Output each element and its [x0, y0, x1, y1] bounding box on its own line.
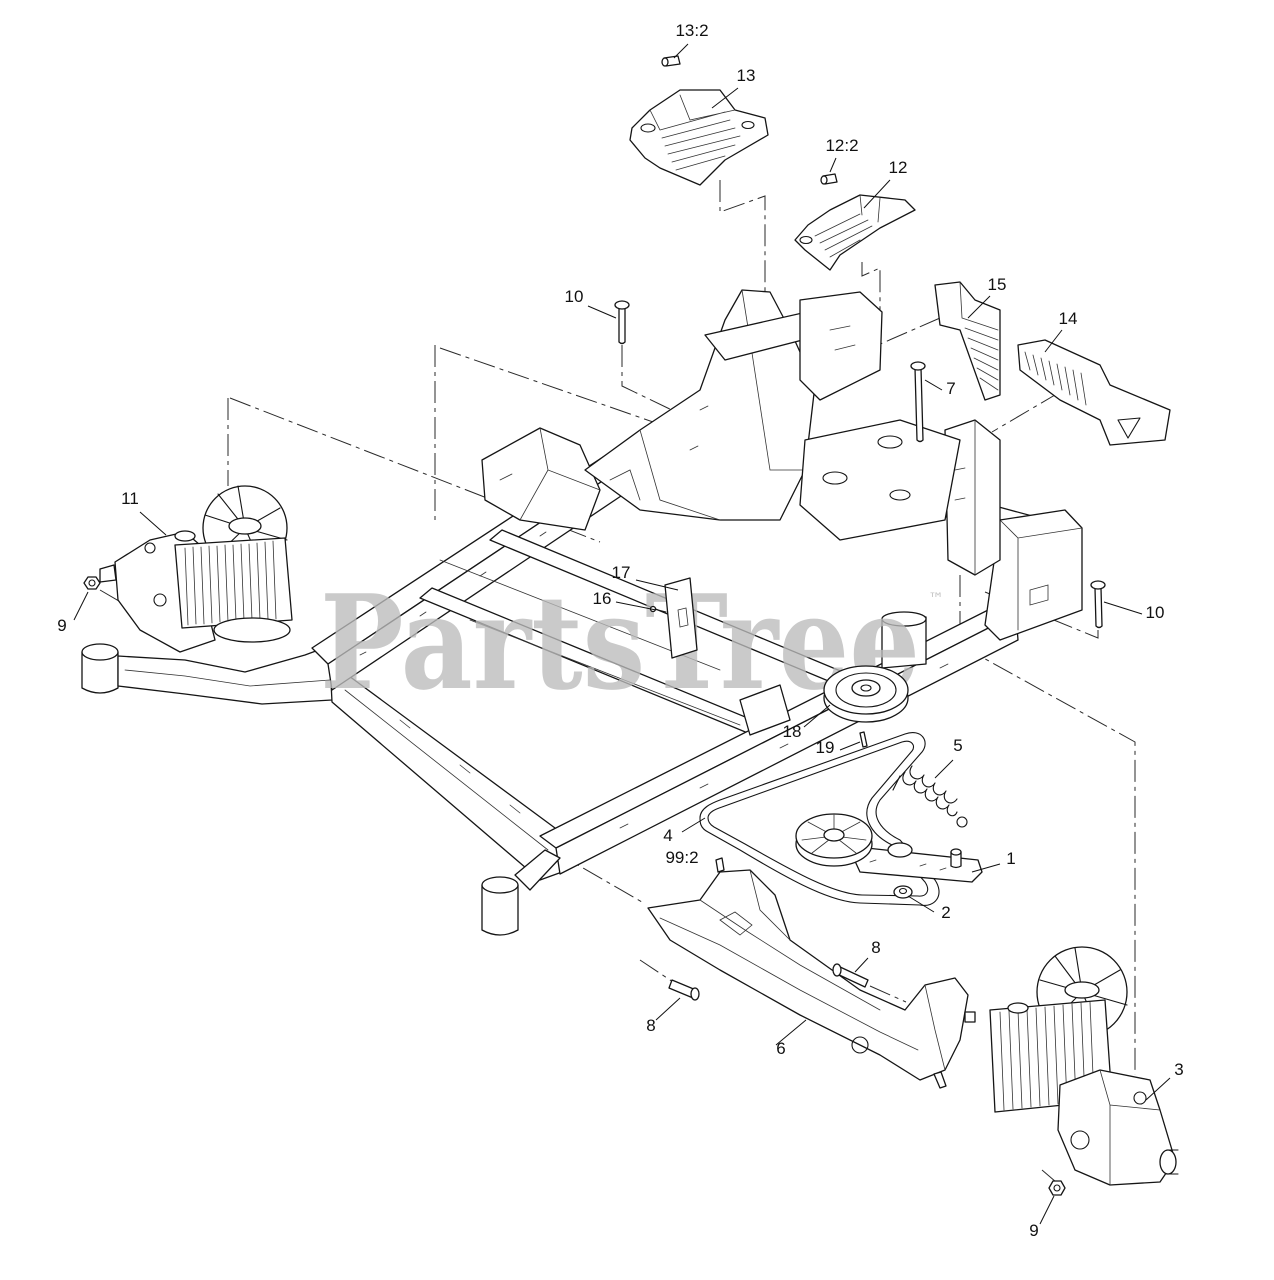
part-5-spring[interactable]: [892, 765, 968, 828]
part-9-nut-left[interactable]: [83, 576, 101, 590]
frame-box-bracket: [739, 684, 791, 736]
idler-pivot: [887, 842, 913, 858]
part-8-pin-upper[interactable]: [832, 963, 869, 988]
dash-line-part-14: [991, 391, 1061, 433]
watermark-brand: PartsTree: [320, 566, 920, 719]
part-17-plate[interactable]: [664, 577, 698, 659]
front-platform: [329, 661, 563, 881]
callout-6[interactable]: 6: [776, 1039, 785, 1058]
part-3-transaxle-right[interactable]: [989, 946, 1179, 1186]
callout-99-2[interactable]: 99:2: [665, 848, 698, 867]
output-shaft: [1159, 1149, 1177, 1175]
frame-rear-deck-plate: [799, 419, 961, 541]
callout-19[interactable]: 19: [816, 738, 835, 757]
callout-18[interactable]: 18: [783, 722, 802, 741]
frame-rear-box: [984, 509, 1083, 641]
callout-15[interactable]: 15: [988, 275, 1007, 294]
part-4-belt[interactable]: [699, 732, 940, 906]
caster-tube-front: [481, 884, 519, 936]
frame-raised-plate: [799, 291, 883, 401]
front-bar: [117, 644, 346, 705]
dash-line-part-13: [719, 180, 766, 332]
part-13-shield[interactable]: [629, 89, 769, 186]
caster-tube-left-top: [81, 643, 119, 661]
callout-leader-lines: [73, 43, 1171, 1225]
caster-tube-left: [81, 651, 119, 694]
watermark: PartsTree ™: [320, 566, 944, 719]
part-1-idler-arm[interactable]: [795, 813, 983, 883]
callout-17[interactable]: 17: [612, 563, 631, 582]
part-14-shield[interactable]: [1017, 339, 1171, 446]
callout-5[interactable]: 5: [953, 736, 962, 755]
dash-line-pin-8-upper: [869, 985, 907, 1003]
callout-11[interactable]: 11: [121, 489, 139, 508]
part-6-bracket[interactable]: [647, 857, 976, 1089]
callout-2[interactable]: 2: [941, 903, 950, 922]
dash-line-part-3: [959, 575, 1136, 1075]
callout-9-left[interactable]: 9: [57, 616, 66, 635]
callout-labels: 13:2 13 12:2 12 10 15 14 7 11 9 17 16 10…: [57, 21, 1183, 1240]
callout-8-upper[interactable]: 8: [871, 938, 880, 957]
callout-12-2[interactable]: 12:2: [825, 136, 858, 155]
callout-8-lower[interactable]: 8: [646, 1016, 655, 1035]
part-18-pulley[interactable]: [823, 665, 909, 723]
caster-tube-front-top: [481, 876, 519, 894]
dash-line-nut-9-bottom: [1041, 1169, 1057, 1183]
callout-4[interactable]: 4: [663, 826, 672, 845]
callout-10-upper[interactable]: 10: [565, 287, 584, 306]
callout-9-bottom[interactable]: 9: [1029, 1221, 1038, 1240]
transaxle-housing: [1057, 1069, 1176, 1186]
part-12-shield[interactable]: [794, 194, 916, 271]
callout-7[interactable]: 7: [946, 379, 955, 398]
dash-line-part-11: [227, 345, 706, 543]
callout-12[interactable]: 12: [889, 158, 908, 177]
cooling-fins: [174, 537, 293, 629]
watermark-trademark: ™: [928, 589, 944, 608]
callout-14[interactable]: 14: [1059, 309, 1078, 328]
part-11-transaxle-left[interactable]: [99, 485, 293, 653]
part-15-panel[interactable]: [934, 281, 1001, 401]
part-13-2-pin[interactable]: [661, 55, 681, 67]
part-7-bolt[interactable]: [910, 361, 926, 443]
part-8-pin-lower[interactable]: [668, 979, 700, 1001]
callout-16[interactable]: 16: [593, 589, 612, 608]
dash-line-nut-9-left: [99, 589, 125, 605]
frame-rear-bracket-left: [481, 427, 601, 531]
part-9-nut-bottom[interactable]: [1048, 1180, 1066, 1196]
part-2-nut[interactable]: [893, 885, 913, 899]
dash-line-part-12: [861, 262, 881, 332]
callout-3[interactable]: 3: [1174, 1060, 1183, 1079]
part-10-bolt-upper[interactable]: [614, 300, 630, 345]
part-12-2-pin[interactable]: [820, 173, 838, 185]
part-19-key[interactable]: [859, 731, 868, 748]
callout-13-2[interactable]: 13:2: [675, 21, 708, 40]
callout-10-right[interactable]: 10: [1146, 603, 1165, 622]
dash-line-part-15: [861, 317, 941, 353]
part-10-bolt-right[interactable]: [1090, 580, 1106, 629]
dash-line-pin-8-lower: [639, 959, 677, 985]
leader-line: [73, 43, 1171, 1225]
drive-pulley: [213, 617, 291, 643]
callout-1[interactable]: 1: [1006, 849, 1015, 868]
callout-13[interactable]: 13: [737, 66, 756, 85]
